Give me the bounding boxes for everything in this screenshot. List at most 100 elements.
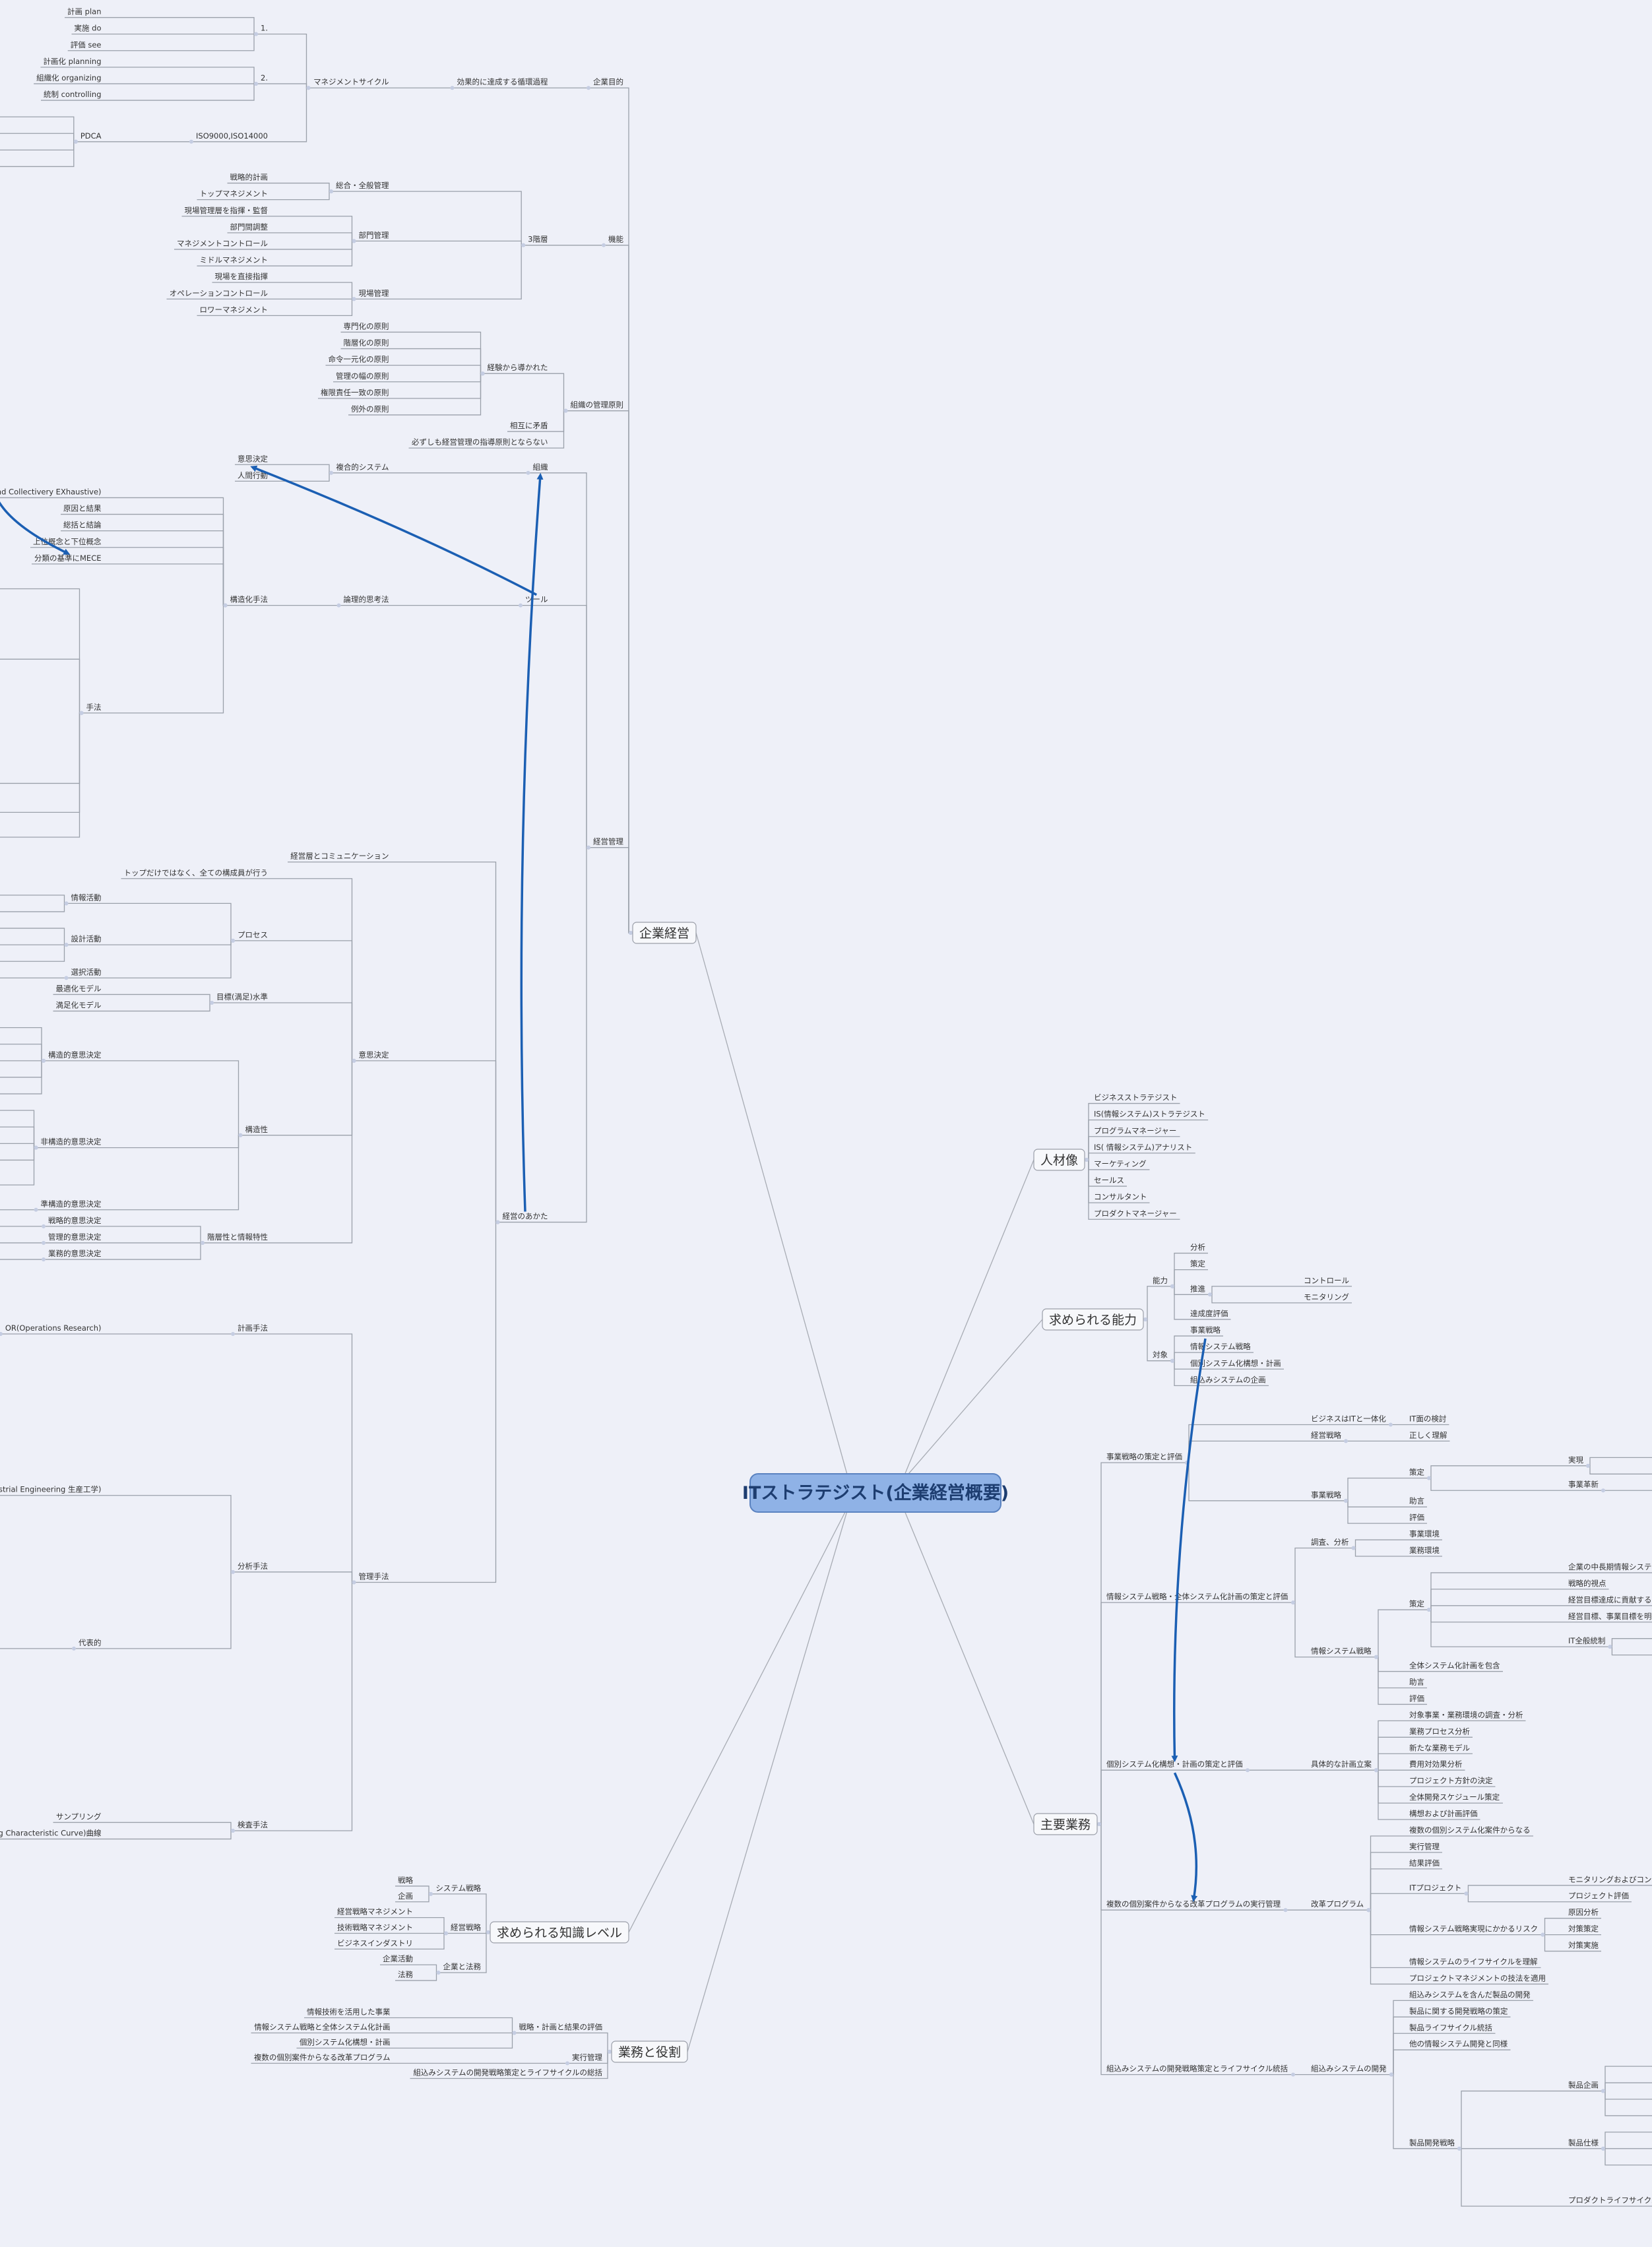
node-label-250[interactable]: 具体的な計画立案 xyxy=(1311,1759,1372,1769)
node-label-99[interactable]: 満足化モデル xyxy=(56,1001,102,1010)
node-label-7[interactable]: 2. xyxy=(261,73,268,82)
node-label-49[interactable]: MECE(Mutually Exclusive and Collectivery… xyxy=(0,487,102,496)
node-label-252[interactable]: 業務プロセス分析 xyxy=(1409,1726,1470,1736)
node-label-207[interactable]: 能力 xyxy=(1153,1276,1168,1285)
node-label-233[interactable]: 情報システム戦略・全体システム化計画の策定と評価 xyxy=(1106,1592,1288,1601)
node-label-209[interactable]: 策定 xyxy=(1190,1259,1205,1269)
branch-b2[interactable]: 求められる知識レベル xyxy=(490,1921,629,1944)
node-label-242[interactable]: 経営目標、事業目標を明確に意識 xyxy=(1568,1612,1652,1621)
node-label-226[interactable]: 実現 xyxy=(1568,1455,1583,1465)
node-label-41[interactable]: 経営管理 xyxy=(593,837,623,846)
node-label-269[interactable]: 対策実施 xyxy=(1568,1941,1599,1950)
node-label-4[interactable]: 計画 plan xyxy=(67,7,102,16)
node-label-210[interactable]: 推進 xyxy=(1190,1284,1205,1293)
node-label-18[interactable]: 3階層 xyxy=(528,235,548,244)
node-label-219[interactable]: 事業戦略の策定と評価 xyxy=(1106,1452,1182,1461)
node-label-21[interactable]: トップマネジメント xyxy=(200,189,269,199)
node-label-48[interactable]: 構造化手法 xyxy=(230,595,269,604)
node-label-3[interactable]: 1. xyxy=(261,24,268,33)
node-label-34[interactable]: 階層化の原則 xyxy=(344,338,389,348)
node-label-251[interactable]: 対象事業・業務環境の調査・分析 xyxy=(1409,1710,1523,1719)
node-label-202[interactable]: IS( 情報システム)アナリスト xyxy=(1094,1143,1192,1152)
node-label-179[interactable]: サンプリング xyxy=(56,1812,102,1821)
node-label-261[interactable]: 実行管理 xyxy=(1409,1842,1440,1851)
node-label-101[interactable]: 構造的意思決定 xyxy=(48,1050,102,1060)
node-label-203[interactable]: マーケティング xyxy=(1094,1159,1147,1168)
node-label-249[interactable]: 個別システム化構想・計画の策定と評価 xyxy=(1106,1759,1243,1769)
node-label-208[interactable]: 分析 xyxy=(1190,1243,1205,1252)
node-label-178[interactable]: 検査手法 xyxy=(238,1820,268,1829)
node-label-270[interactable]: 情報システムのライフサイクルを理解 xyxy=(1409,1957,1538,1966)
node-label-35[interactable]: 命令一元化の原則 xyxy=(329,355,389,364)
node-label-221[interactable]: IT面の検討 xyxy=(1409,1414,1446,1423)
node-label-97[interactable]: 目標(満足)水準 xyxy=(216,992,268,1001)
node-label-5[interactable]: 実施 do xyxy=(75,24,102,33)
node-label-184[interactable]: 企画 xyxy=(398,1891,413,1901)
node-label-256[interactable]: 全体開発スケジュール策定 xyxy=(1409,1792,1500,1802)
node-label-259[interactable]: 改革プログラム xyxy=(1311,1899,1364,1909)
node-label-83[interactable]: 経営のあかた xyxy=(503,1212,548,1221)
node-label-142[interactable]: 分析手法 xyxy=(238,1562,268,1571)
node-label-22[interactable]: 部門管理 xyxy=(359,230,389,239)
node-label-194[interactable]: 情報システム戦略と全体システム化計画 xyxy=(254,2023,390,2032)
node-label-267[interactable]: 原因分析 xyxy=(1568,1908,1599,1917)
node-label-206[interactable]: プロダクトマネージャー xyxy=(1094,1209,1177,1218)
node-label-95[interactable]: 選択活動 xyxy=(71,967,102,976)
node-label-12[interactable]: PDCA xyxy=(80,131,102,141)
node-label-23[interactable]: 現場管理層を指揮・監督 xyxy=(185,206,269,215)
node-label-268[interactable]: 対策策定 xyxy=(1568,1924,1599,1934)
node-label-235[interactable]: 事業環境 xyxy=(1409,1529,1440,1538)
node-label-24[interactable]: 部門間調整 xyxy=(230,222,269,232)
node-label-225[interactable]: 策定 xyxy=(1409,1468,1425,1477)
node-label-37[interactable]: 権限責任一致の原則 xyxy=(321,388,389,397)
node-label-215[interactable]: 事業戦略 xyxy=(1190,1325,1221,1335)
node-label-240[interactable]: 戦略的視点 xyxy=(1568,1579,1606,1588)
branch-b6[interactable]: 主要業務 xyxy=(1033,1813,1098,1835)
node-label-200[interactable]: IS(情報システム)ストラテジスト xyxy=(1094,1110,1205,1119)
node-label-274[interactable]: 組込みシステムを含んだ製品の開発 xyxy=(1409,1990,1531,1999)
node-label-32[interactable]: 経験から導かれた xyxy=(488,363,548,372)
node-label-266[interactable]: 情報システム戦略実現にかかるリスク xyxy=(1409,1924,1538,1934)
node-label-100[interactable]: 構造性 xyxy=(245,1125,269,1134)
node-label-191[interactable]: 法務 xyxy=(398,1970,413,1979)
node-label-232[interactable]: 評価 xyxy=(1409,1513,1424,1522)
branch-b1[interactable]: 企業経営 xyxy=(632,922,697,944)
node-label-27[interactable]: 現場管理 xyxy=(359,288,389,298)
node-label-87[interactable]: プロセス xyxy=(238,930,268,939)
node-label-182[interactable]: システム戦略 xyxy=(435,1883,481,1893)
node-label-211[interactable]: コントロール xyxy=(1304,1276,1349,1285)
node-label-36[interactable]: 管理の幅の原則 xyxy=(336,371,389,381)
node-label-218[interactable]: 組込みシステムの企画 xyxy=(1190,1375,1266,1384)
node-label-119[interactable]: 戦略的意思決定 xyxy=(48,1216,102,1225)
node-label-255[interactable]: プロジェクト方針の決定 xyxy=(1409,1776,1493,1785)
node-label-260[interactable]: 複数の個別システム化案件からなる xyxy=(1409,1825,1531,1835)
node-label-45[interactable]: 人間行動 xyxy=(238,470,268,480)
node-label-223[interactable]: 正しく理解 xyxy=(1409,1430,1447,1440)
node-label-213[interactable]: 達成度評価 xyxy=(1190,1309,1228,1318)
node-label-98[interactable]: 最適化モデル xyxy=(56,984,102,993)
node-label-11[interactable]: ISO9000,ISO14000 xyxy=(196,131,268,141)
branch-b4[interactable]: 人材像 xyxy=(1033,1149,1085,1171)
node-label-88[interactable]: 情報活動 xyxy=(71,893,102,902)
node-label-185[interactable]: 経営戦略 xyxy=(451,1923,481,1932)
node-label-277[interactable]: 他の情報システム開発と同様 xyxy=(1409,2039,1508,2048)
node-label-31[interactable]: 組織の管理原則 xyxy=(570,400,623,410)
node-label-217[interactable]: 個別システム化構想・計画 xyxy=(1190,1358,1281,1368)
node-label-236[interactable]: 業務環境 xyxy=(1409,1546,1440,1555)
node-label-9[interactable]: 組織化 organizing xyxy=(36,73,101,82)
node-label-288[interactable]: プロダクトライフサイクル(PLC) xyxy=(1568,2196,1652,2205)
node-label-222[interactable]: 経営戦略 xyxy=(1311,1430,1341,1440)
node-label-125[interactable]: 管理手法 xyxy=(359,1572,389,1581)
node-label-216[interactable]: 情報システム戦略 xyxy=(1190,1342,1251,1351)
node-label-1[interactable]: 効果的に達成する循環過程 xyxy=(457,77,548,86)
node-label-265[interactable]: プロジェクト評価 xyxy=(1568,1891,1629,1901)
node-label-201[interactable]: プログラムマネージャー xyxy=(1094,1126,1176,1135)
node-label-85[interactable]: 意思決定 xyxy=(359,1050,389,1060)
node-label-189[interactable]: 企業と法務 xyxy=(443,1962,481,1971)
node-label-204[interactable]: セールス xyxy=(1094,1176,1124,1185)
node-label-150[interactable]: 代表的 xyxy=(79,1638,102,1647)
node-label-20[interactable]: 戦略的計画 xyxy=(230,173,269,182)
node-label-46[interactable]: ツール xyxy=(525,595,548,604)
node-label-116[interactable]: 準構造的意思決定 xyxy=(41,1199,102,1209)
node-label-187[interactable]: 技術戦略マネジメント xyxy=(337,1923,413,1932)
